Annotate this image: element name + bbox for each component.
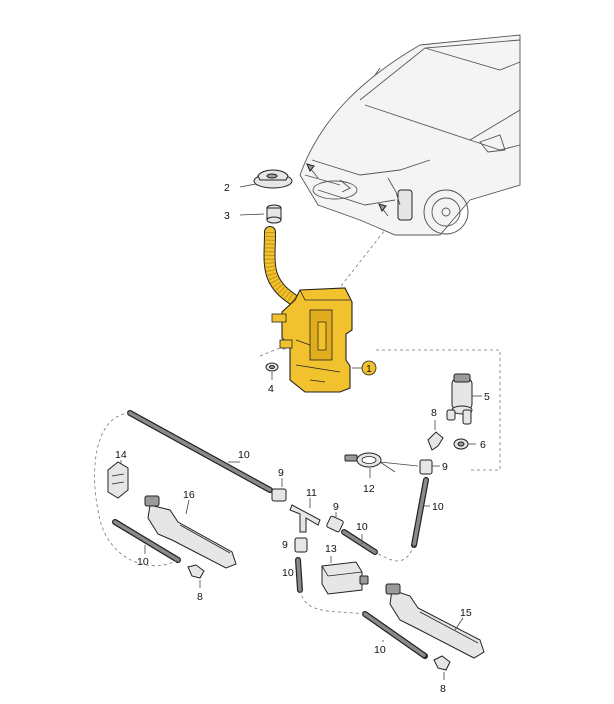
part-5-pump: 5: [446, 373, 490, 425]
label-9d: 9: [282, 539, 288, 551]
label-5: 5: [484, 391, 490, 403]
part-2-cap: 2: [224, 169, 293, 194]
label-8b: 8: [197, 591, 203, 603]
part-9-connector-c: 9: [326, 501, 344, 533]
label-6: 6: [480, 439, 486, 451]
label-10a: 10: [238, 449, 250, 461]
label-10c: 10: [432, 501, 444, 513]
part-12-clip: 12: [344, 452, 419, 495]
car-illustration: [299, 34, 521, 236]
label-3: 3: [224, 210, 230, 222]
part-15-nozzle-right: 15: [385, 583, 485, 659]
part-1-reservoir: 1: [271, 287, 377, 393]
part-11-tee: 11: [289, 487, 321, 533]
part-3-adapter: 3: [224, 204, 282, 224]
filler-neck: [263, 226, 308, 312]
part-8-elbow-c: 8: [433, 655, 451, 695]
hoses: 10 10 10 10 10 10: [94, 410, 444, 659]
label-1: 1: [366, 363, 372, 375]
label-10f: 10: [374, 644, 386, 656]
part-14-bracket: 14: [107, 449, 129, 499]
label-8a: 8: [431, 407, 437, 419]
part-13-unit: 13: [321, 543, 369, 595]
label-10e: 10: [282, 567, 294, 579]
label-4: 4: [268, 383, 274, 395]
label-12: 12: [363, 483, 375, 495]
label-16: 16: [183, 489, 195, 501]
label-9b: 9: [278, 467, 284, 479]
part-9-connector-d: 9: [282, 537, 308, 553]
label-9c: 9: [333, 501, 339, 513]
part-9-connector-a: 9: [419, 459, 448, 475]
label-14: 14: [115, 449, 127, 461]
label-10d: 10: [356, 521, 368, 533]
part-8-elbow-b: 8: [187, 564, 205, 603]
part-4-grommet: 4: [259, 347, 289, 395]
label-15: 15: [460, 607, 472, 619]
label-11: 11: [306, 487, 317, 499]
label-10b: 10: [137, 556, 149, 568]
part-8-elbow-a: 8: [427, 407, 444, 451]
label-2: 2: [224, 182, 230, 194]
part-16-nozzle-left: 16: [144, 489, 237, 569]
label-9a: 9: [442, 461, 448, 473]
part-6-grommet: 6: [453, 438, 486, 451]
part-9-connector-b: 9: [271, 467, 287, 502]
label-8c: 8: [440, 683, 446, 695]
label-13: 13: [325, 543, 337, 555]
